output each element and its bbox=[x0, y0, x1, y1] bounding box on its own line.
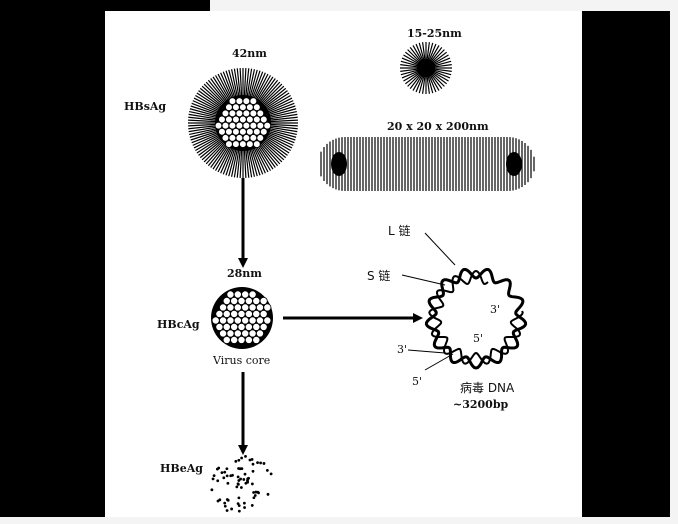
label-hbeag: HBeAg bbox=[160, 462, 203, 475]
label-5prime-outer: 5' bbox=[412, 375, 422, 388]
label-hbsag: HBsAg bbox=[124, 100, 166, 113]
label-virus-core: Virus core bbox=[212, 354, 270, 367]
label-l-chain: L 链 bbox=[388, 223, 411, 238]
label-s-chain: S 链 bbox=[367, 268, 390, 283]
bottom-background-bar bbox=[0, 517, 678, 524]
virus-core-particle bbox=[211, 287, 273, 349]
label-3prime-outer: 3' bbox=[397, 343, 407, 356]
label-42nm: 42nm bbox=[232, 47, 267, 60]
label-dna-length: ~3200bp bbox=[453, 398, 509, 411]
label-filament-size: 20 x 20 x 200nm bbox=[387, 120, 489, 133]
label-28nm: 28nm bbox=[227, 267, 262, 280]
filamentous-particle bbox=[320, 137, 535, 191]
top-background-bar bbox=[210, 0, 678, 11]
label-5prime-inner: 5' bbox=[473, 332, 483, 345]
right-background-strip bbox=[670, 0, 678, 524]
label-15-25nm: 15-25nm bbox=[407, 27, 462, 40]
small-spherical-particle bbox=[400, 42, 452, 94]
label-hbcag: HBcAg bbox=[157, 318, 200, 331]
hbeag-dots bbox=[210, 454, 273, 513]
label-3prime-inner: 3' bbox=[490, 303, 500, 316]
dane-particle bbox=[188, 68, 298, 178]
circular-dna bbox=[424, 267, 528, 370]
pointer-l-chain bbox=[424, 232, 456, 266]
pointer-3prime bbox=[407, 349, 446, 354]
figure-panel bbox=[105, 11, 582, 517]
label-virus-dna: 病毒 DNA bbox=[460, 380, 515, 395]
pointer-5prime bbox=[424, 353, 454, 371]
pointer-s-chain bbox=[401, 274, 446, 286]
